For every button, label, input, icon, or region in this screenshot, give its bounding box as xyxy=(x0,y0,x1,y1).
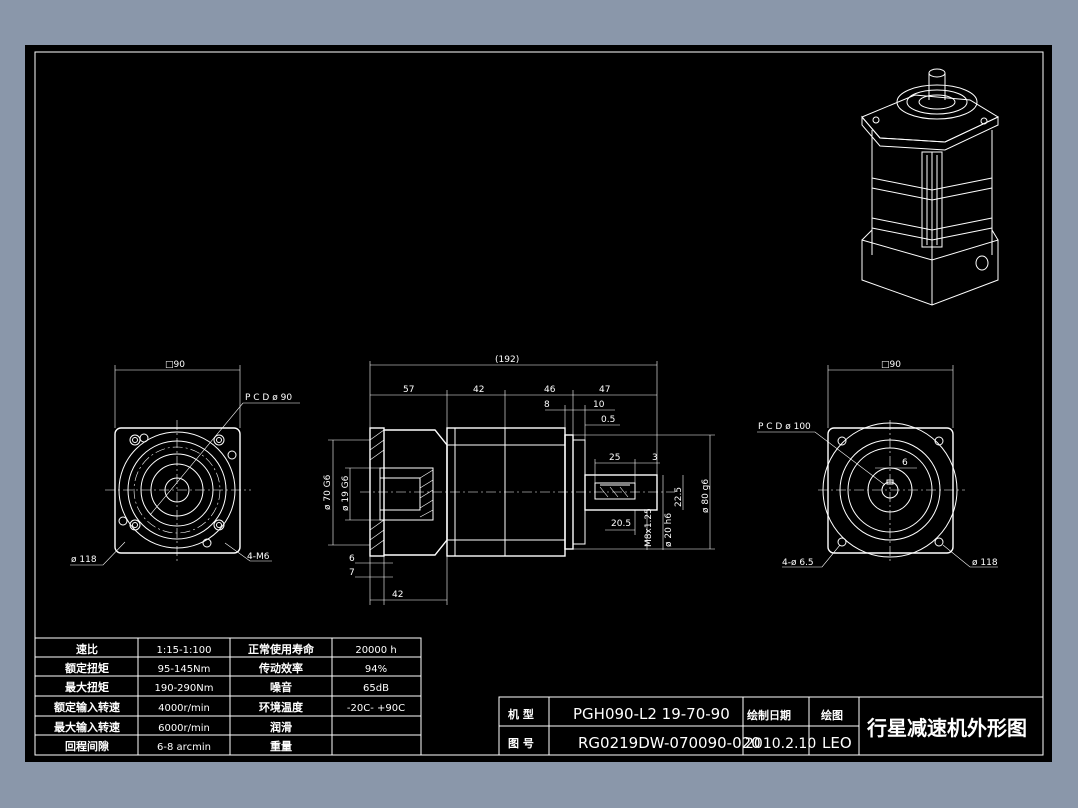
right-key-dim: 6 xyxy=(902,458,908,468)
drawing-title: 行星减速机外形图 xyxy=(866,716,1027,740)
right-square-dim: □90 xyxy=(881,360,901,370)
spec-cell: 190-290Nm xyxy=(154,683,213,694)
side-output-shaft xyxy=(584,474,658,511)
drawing-no-label: 图 号 xyxy=(508,737,534,750)
right-square-flange xyxy=(827,427,954,554)
spec-cell: 4000r/min xyxy=(158,703,210,714)
drawn-value: LEO xyxy=(822,734,852,752)
left-end-view: □90 P C D ø 90 ø 118 4-M6 xyxy=(70,360,300,566)
side-d8-dim: 8 xyxy=(544,400,550,410)
right-diameter-label: ø 118 xyxy=(972,558,998,568)
date-value: 2010.2.10 xyxy=(745,736,816,752)
side-overall-dim: (192) xyxy=(495,355,519,365)
left-diameter-label: ø 118 xyxy=(71,555,97,565)
spec-cell: 噪音 xyxy=(270,680,292,694)
side-seg1-dim: 57 xyxy=(403,385,414,395)
spec-cell: 20000 h xyxy=(355,645,396,656)
side-d6-dim: 6 xyxy=(349,554,355,564)
spec-cell: 传动效率 xyxy=(258,661,303,675)
spec-cell: 6000r/min xyxy=(158,723,210,734)
date-label: 绘制日期 xyxy=(747,708,791,722)
side-d05-dim: 0.5 xyxy=(601,415,615,425)
left-holes-label: 4-M6 xyxy=(247,552,270,562)
spec-cell: 重量 xyxy=(270,739,292,753)
left-pcd-label: P C D ø 90 xyxy=(245,393,292,403)
spec-cell: 6-8 arcmin xyxy=(157,742,211,753)
side-seg3-dim: 46 xyxy=(544,385,556,395)
spec-cell: -20C- +90C xyxy=(347,703,405,714)
right-pcd-label: P C D ø 100 xyxy=(758,422,811,432)
side-seg4-dim: 47 xyxy=(599,385,610,395)
side-keyoff-dim: 3 xyxy=(652,453,658,463)
spec-cell: 最大扭矩 xyxy=(65,680,109,694)
spec-cell: 1:15-1:100 xyxy=(157,645,212,656)
side-seg2-dim: 42 xyxy=(473,385,484,395)
spec-cell: 润滑 xyxy=(270,720,292,734)
spec-cell: 最大输入转速 xyxy=(54,720,120,734)
left-square-dim: □90 xyxy=(165,360,185,370)
model-label: 机 型 xyxy=(508,707,534,721)
side-dia70-dim: ø 70 G6 xyxy=(323,474,333,510)
side-dia19-dim: ø 19 G6 xyxy=(341,475,351,511)
spec-cell: 94% xyxy=(365,664,387,675)
side-d7-dim: 7 xyxy=(349,568,355,578)
spec-table: 速比 1:15-1:100 正常使用寿命 20000 h 额定扭矩 95-145Nm 传动效… xyxy=(34,637,422,756)
side-d225-dim: 22.5 xyxy=(674,487,684,507)
spec-cell: 额定输入转速 xyxy=(54,700,120,714)
side-d10-dim: 10 xyxy=(593,400,605,410)
spec-cell: 额定扭矩 xyxy=(65,661,109,675)
spec-cell: 速比 xyxy=(76,642,98,656)
spec-cell: 95-145Nm xyxy=(158,664,211,675)
side-dia80-dim: ø 80 g6 xyxy=(701,479,711,513)
drawing-no-value: RG0219DW-070090-020 xyxy=(578,734,761,752)
spec-cell: 环境温度 xyxy=(259,700,304,714)
side-keylen-dim: 25 xyxy=(609,453,620,463)
spec-cell: 正常使用寿命 xyxy=(248,642,315,656)
model-value: PGH090-L2 19-70-90 xyxy=(573,705,730,723)
right-holes-label: 4-ø 6.5 xyxy=(782,558,814,568)
side-d42-dim: 42 xyxy=(392,590,403,600)
left-square-flange xyxy=(114,427,241,554)
drawing-sheet: □90 P C D ø 90 ø 118 4-M6 xyxy=(25,45,1052,762)
isometric-view xyxy=(861,68,1000,306)
spec-cell: 回程间隙 xyxy=(65,739,109,753)
side-d205-dim: 20.5 xyxy=(611,519,631,529)
side-dia20-dim: ø 20 h6 xyxy=(664,513,674,547)
spec-cell: 65dB xyxy=(363,683,389,694)
title-block: 机 型 PGH090-L2 19-70-90 图 号 RG0219DW-0700… xyxy=(498,696,1044,756)
side-thread-dim: M8x1.25 xyxy=(644,508,654,547)
right-end-view: □90 P C D ø 100 6 4-ø 6.5 ø 118 xyxy=(757,360,998,568)
drawing-svg: □90 P C D ø 90 ø 118 4-M6 xyxy=(34,51,1044,756)
side-view: (192) 57 42 46 47 8 10 0.5 25 3 20.5 22.… xyxy=(323,355,715,605)
drawn-label: 绘图 xyxy=(821,708,843,722)
